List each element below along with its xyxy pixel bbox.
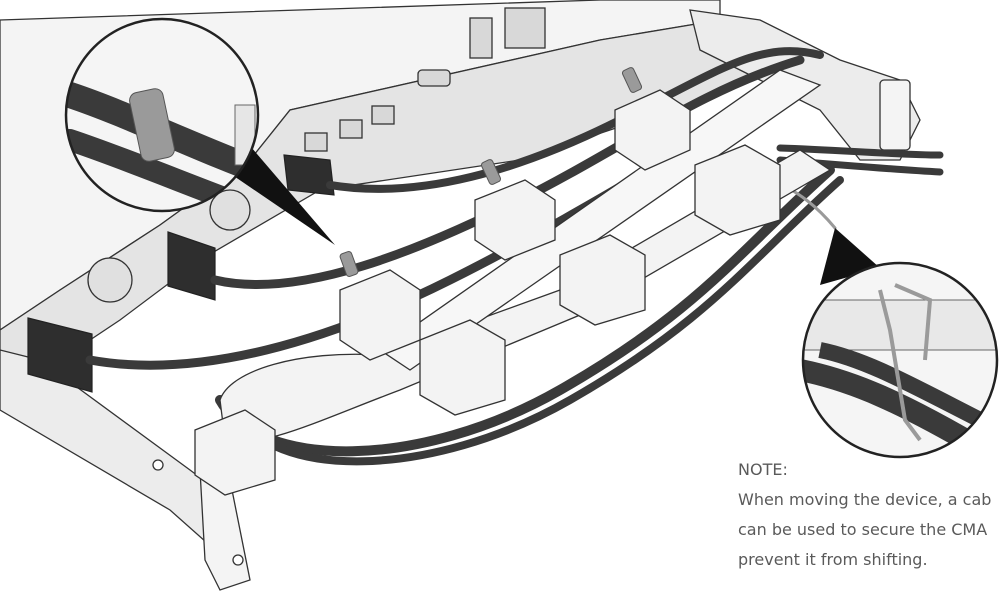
note-line: prevent it from shifting. (738, 550, 928, 569)
detail-callout-right (801, 228, 999, 459)
velcro-straps (339, 67, 643, 277)
left-rail (0, 349, 251, 591)
note-line: When moving the device, a cab (738, 490, 992, 509)
cable-management-arm (194, 69, 832, 496)
power-plugs (27, 154, 335, 393)
note-text-block: NOTE: When moving the device, a cab can … (738, 455, 1007, 575)
detail-callout-left (64, 17, 335, 245)
note-title: NOTE: (738, 460, 788, 479)
note-line: can be used to secure the CMA (738, 520, 988, 539)
